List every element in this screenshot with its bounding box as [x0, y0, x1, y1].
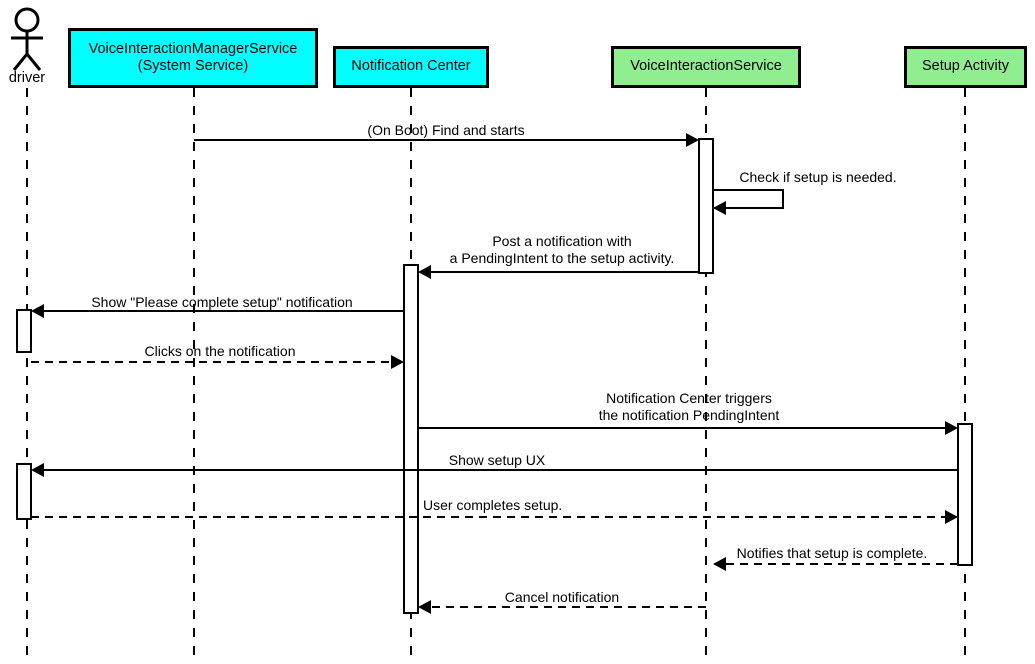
message-label-user-completes-setup: User completes setup.	[423, 497, 563, 513]
msg-show-please-complete-setup-notification-arrowhead	[31, 304, 44, 318]
participant-label-setup-activity: Setup Activity	[921, 58, 1010, 75]
activation-voice-interaction-service	[698, 138, 714, 274]
messages-group	[31, 133, 958, 614]
actor-driver-figure	[11, 7, 43, 71]
participant-box-notification-center[interactable]: Notification Center	[333, 46, 489, 88]
message-label-post-a-notification: Post a notification with a PendingIntent…	[449, 233, 675, 267]
activations-group	[16, 138, 973, 614]
activation-driver-2	[16, 463, 32, 520]
actor-head	[14, 7, 40, 33]
activation-notification-center	[403, 264, 419, 614]
actor-label-driver: driver	[8, 70, 46, 86]
msg-notifies-that-setup-is-complete-arrowhead	[713, 557, 726, 571]
participant-box-setup-activity[interactable]: Setup Activity	[904, 46, 1027, 88]
msg-check-if-setup-is-needed-arrowhead	[713, 201, 726, 215]
actor-leg-right	[25, 53, 42, 71]
participant-label-notification-center: Notification Center	[351, 58, 471, 75]
msg-show-setup-ux-arrowhead	[31, 463, 44, 477]
message-label-on-boot-find-and-starts: (On Boot) Find and starts	[367, 122, 525, 138]
msg-cancel-notification-arrowhead	[418, 600, 431, 614]
message-label-clicks-on-the-notification: Clicks on the notification	[144, 343, 296, 359]
message-label-show-setup-ux: Show setup UX	[448, 452, 546, 468]
actor-leg-left	[12, 53, 29, 71]
actor-figure-group	[11, 7, 43, 71]
msg-check-if-setup-is-needed-line	[713, 189, 784, 209]
message-label-notification-center-triggers-pendingintent: Notification Center triggers the notific…	[598, 390, 780, 424]
message-label-show-please-complete-setup-notification: Show "Please complete setup" notificatio…	[91, 294, 353, 310]
participant-label-voice-interaction-service: VoiceInteractionService	[630, 58, 782, 75]
activation-driver-1	[16, 309, 32, 353]
msg-on-boot-find-and-starts-arrowhead	[686, 133, 699, 147]
msg-user-completes-setup-arrowhead	[945, 510, 958, 524]
participant-box-voice-interaction-service[interactable]: VoiceInteractionService	[611, 46, 801, 88]
participant-box-vims[interactable]: VoiceInteractionManagerService (System S…	[68, 28, 318, 88]
activation-setup-activity	[957, 423, 973, 566]
msg-clicks-on-the-notification-arrowhead	[391, 355, 404, 369]
message-label-notifies-that-setup-is-complete: Notifies that setup is complete.	[736, 545, 928, 561]
message-label-cancel-notification: Cancel notification	[504, 589, 620, 605]
message-label-check-if-setup-is-needed: Check if setup is needed.	[739, 169, 897, 185]
msg-notification-center-triggers-pendingintent-arrowhead	[945, 421, 958, 435]
participant-label-vims: VoiceInteractionManagerService (System S…	[88, 40, 298, 74]
msg-post-a-notification-arrowhead	[418, 265, 431, 279]
